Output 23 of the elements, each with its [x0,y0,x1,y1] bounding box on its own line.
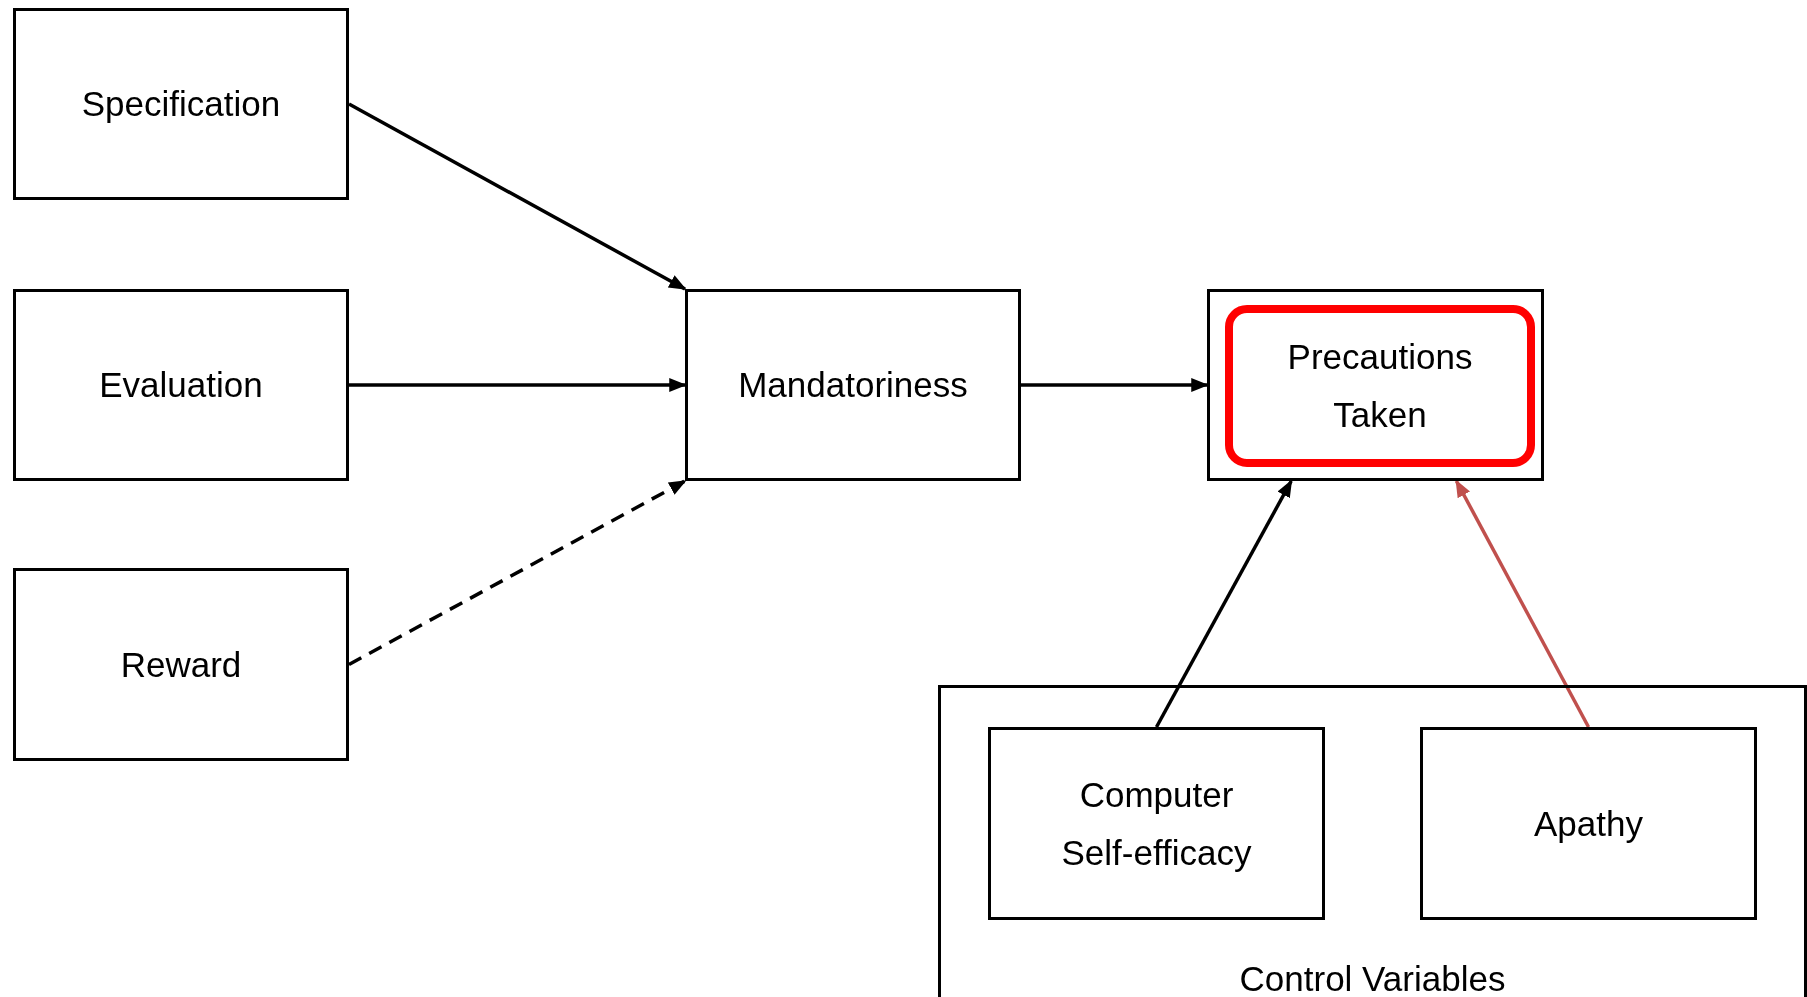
node-label: Evaluation [99,364,263,407]
node-label: Reward [120,643,242,686]
arrow [349,378,687,392]
node-label: Apathy [1534,802,1643,845]
process-box [13,8,349,200]
node-label: Specification [81,83,281,126]
highlighted-box [1225,305,1535,467]
process-box [988,727,1325,920]
process-box [13,289,349,481]
node-label: Mandatoriness [738,364,968,407]
arrow [1021,378,1209,392]
group-box [938,685,1807,997]
process-box [13,568,349,761]
process-box [685,289,1021,481]
outer-box [1207,289,1544,481]
group-label: Control Variables [1238,958,1507,997]
arrow [348,479,687,667]
process-box [1420,727,1757,920]
arrow [1454,479,1591,728]
node-label: Computer Self-efficacy [1060,773,1253,874]
node-label: Precautions Taken [1286,336,1474,436]
arrow [348,102,687,291]
arrow [1154,479,1293,728]
